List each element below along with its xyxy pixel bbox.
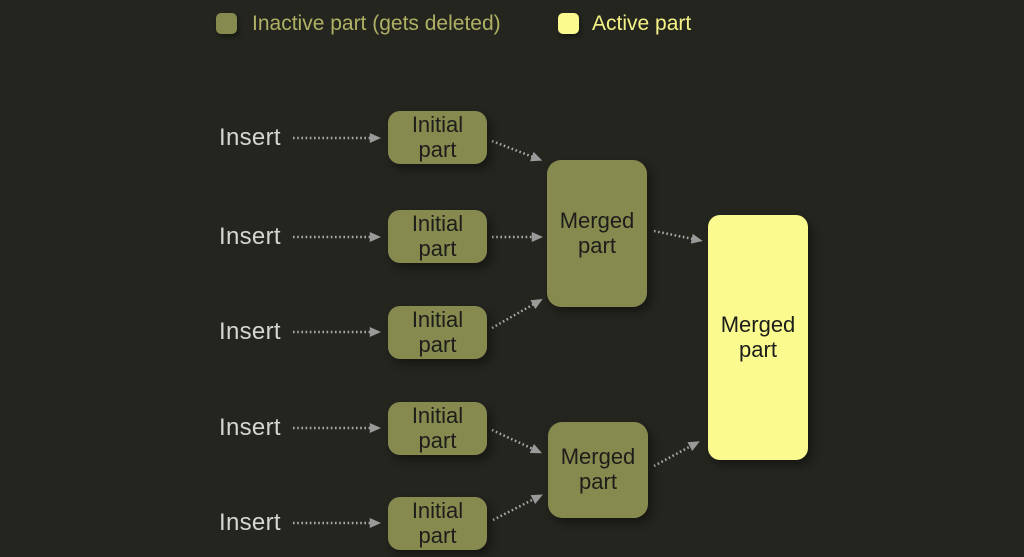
initial-part-label: Initial part [411,306,464,357]
legend-active-label: Active part [592,12,692,35]
arrow-initial4-to-merged-bottom [491,428,543,454]
inactive-color-swatch-icon [216,13,237,34]
merged-part-label: Merged part [559,207,635,258]
initial-part-box-4: Initial part [388,402,487,455]
initial-part-box-3: Initial part [388,306,487,359]
merged-part-label: Merged part [560,444,636,494]
arrow-initial5-to-merged-bottom [492,494,543,522]
merged-part-box-final-active: Merged part [708,215,808,460]
legend-inactive-label: Inactive part (gets deleted) [252,12,501,35]
arrow-initial1-to-merged-top [491,139,543,162]
insert-label-3: Insert [219,318,281,345]
active-color-swatch-icon [558,13,579,34]
initial-part-label: Initial part [411,210,464,261]
arrow-merged-bottom-to-final [653,441,700,468]
initial-part-label: Initial part [411,497,464,548]
initial-part-label: Initial part [411,402,464,453]
arrow-merged-top-to-final [653,229,703,244]
insert-label-5: Insert [219,509,281,536]
initial-part-box-1: Initial part [388,111,487,164]
initial-part-box-5: Initial part [388,497,487,550]
merged-part-box-top: Merged part [547,160,647,307]
arrow-initial3-to-merged-top [491,299,543,330]
insert-label-2: Insert [219,223,281,250]
initial-part-label: Initial part [411,111,464,162]
initial-part-box-2: Initial part [388,210,487,263]
merged-part-box-bottom: Merged part [548,422,648,518]
insert-label-1: Insert [219,124,281,151]
merged-part-label: Merged part [720,311,796,362]
insert-label-4: Insert [219,414,281,441]
